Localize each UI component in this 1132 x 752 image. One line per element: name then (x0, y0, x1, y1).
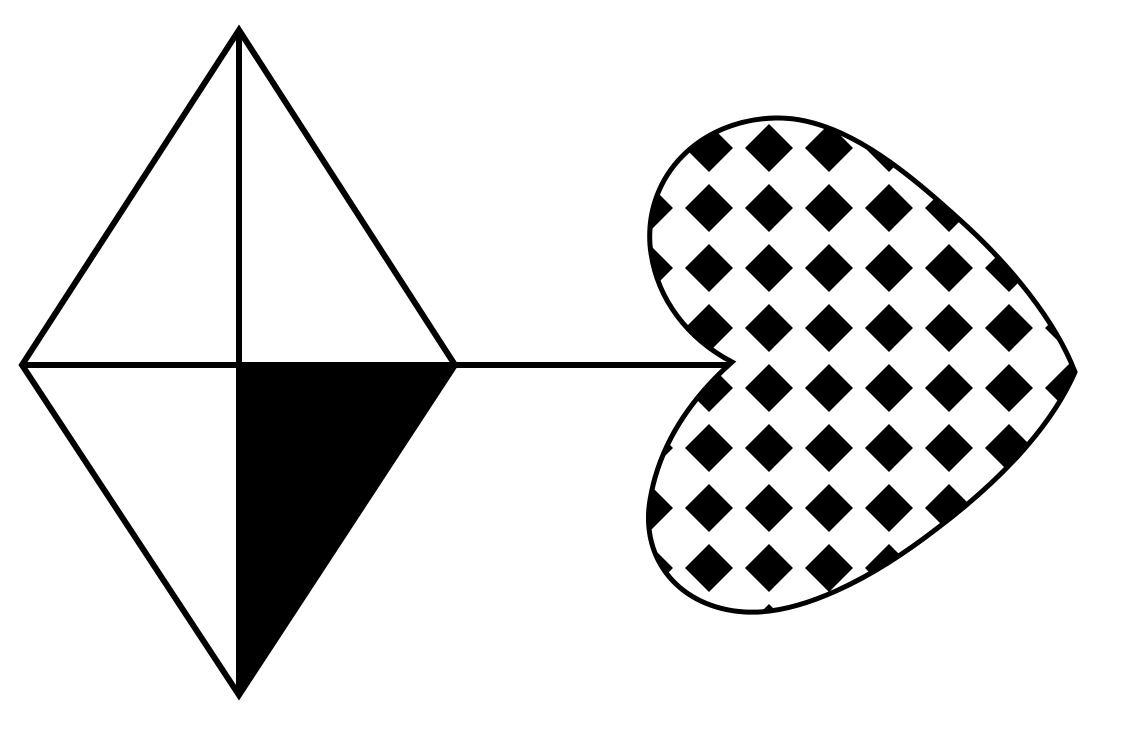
heart-outline (646, 115, 1078, 615)
